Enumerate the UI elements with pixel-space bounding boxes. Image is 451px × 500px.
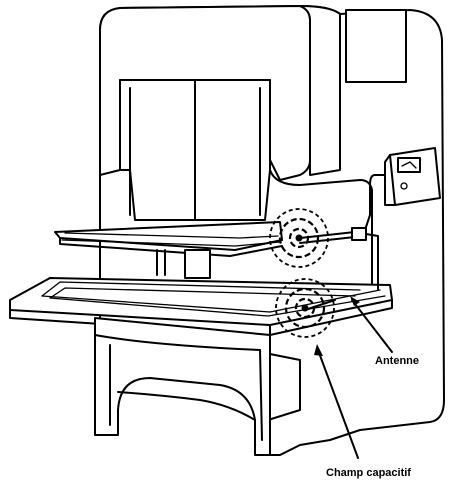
capacitive-field-lower xyxy=(275,278,335,338)
machine-base xyxy=(94,317,271,456)
field-label: Champ capacitif xyxy=(326,467,411,479)
capacitive-field-upper xyxy=(269,208,329,268)
upper-table xyxy=(54,221,283,257)
antenna-label: Antenne xyxy=(375,355,419,367)
control-box xyxy=(364,147,441,231)
antenna-leader-arrow xyxy=(350,296,393,353)
guide-posts xyxy=(156,249,211,279)
press-ram xyxy=(119,79,271,221)
field-leader-arrow xyxy=(314,344,359,459)
